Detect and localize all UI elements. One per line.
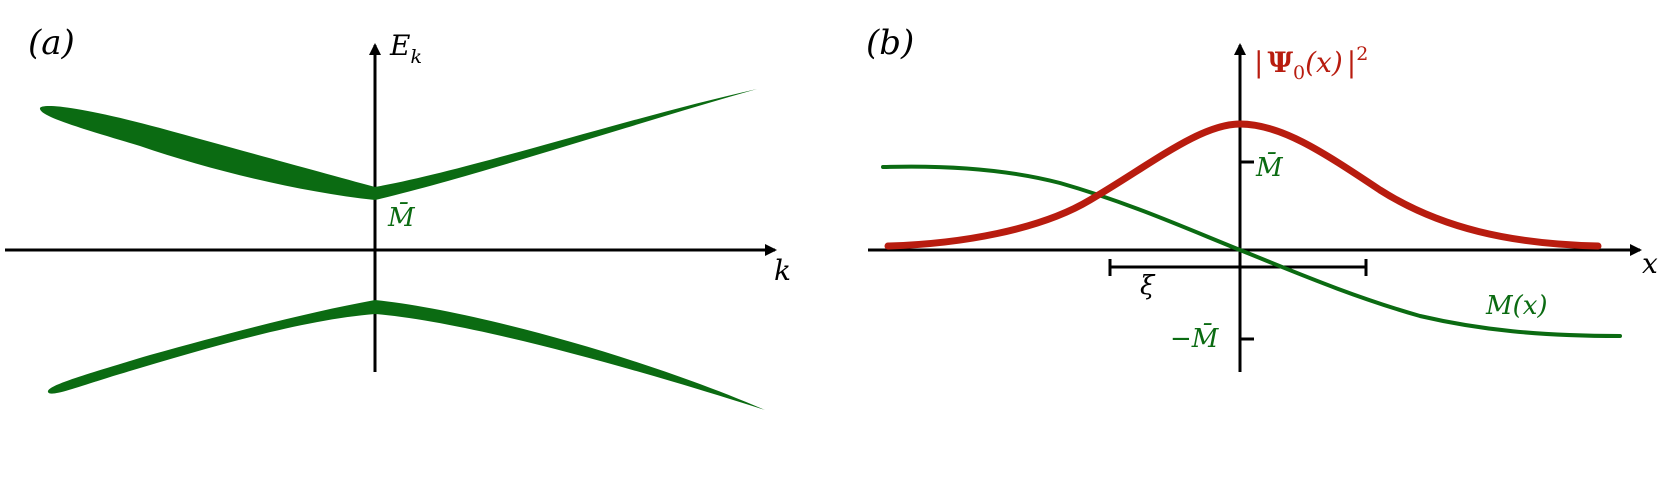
panel-b-x-axis-label: x (1642, 247, 1658, 280)
panel-a-y-axis-label: Ek (389, 29, 422, 68)
panel-b: (b) x |Ψ0(x)|2 M̄ −M̄ ξ M(x) (866, 23, 1658, 372)
upper-band-curve (39, 89, 757, 200)
panel-a: (a) Ek k M̄ (5, 23, 791, 410)
magnetization-profile-curve (881, 164, 1622, 338)
wavefunction-curve (884, 120, 1602, 250)
lower-band-curve (47, 300, 765, 410)
panel-a-gap-label: M̄ (387, 201, 416, 233)
width-label: ξ (1140, 271, 1156, 301)
panel-a-label: (a) (28, 23, 75, 63)
panel-b-tick-lower-label: −M̄ (1170, 322, 1220, 354)
panel-b-tick-upper-label: M̄ (1255, 151, 1284, 183)
wavefunction-label: |Ψ0(x)|2 (1254, 43, 1368, 84)
panel-a-x-axis-label: k (774, 254, 791, 287)
magnetization-label: M(x) (1485, 291, 1548, 321)
panel-b-label: (b) (866, 23, 914, 63)
